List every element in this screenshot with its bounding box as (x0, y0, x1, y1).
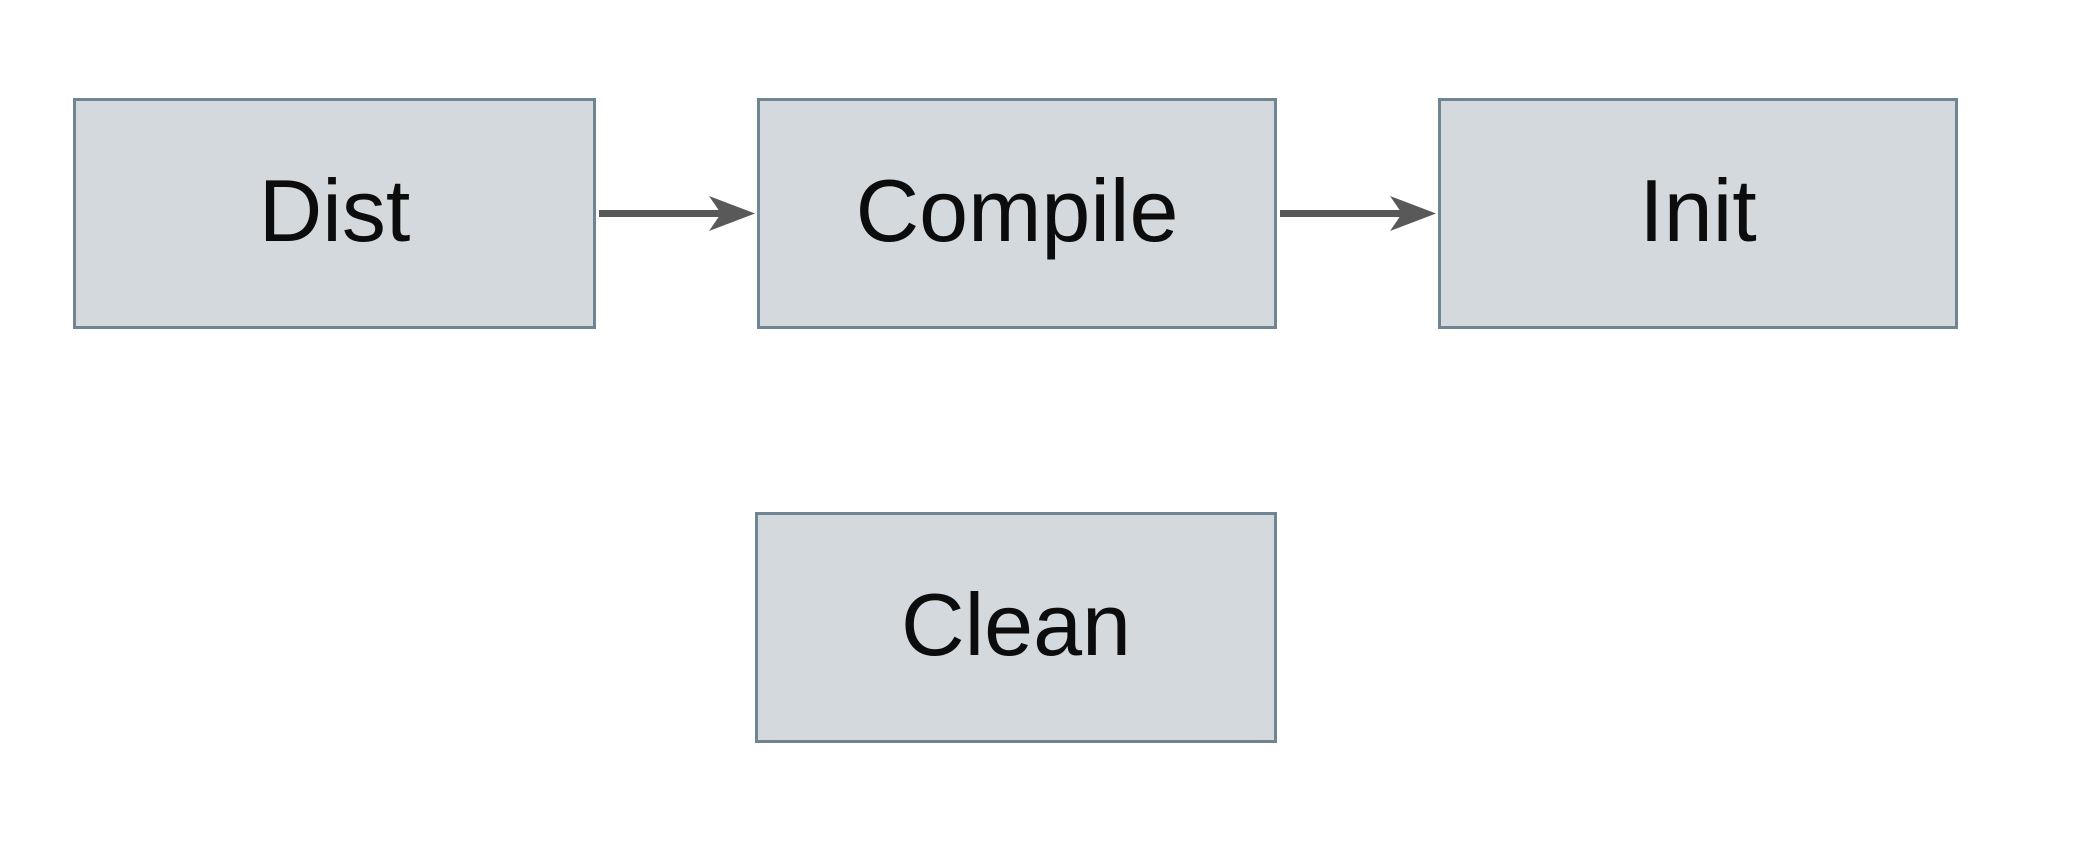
node-init[interactable]: Init (1438, 98, 1958, 329)
node-clean-label: Clean (901, 574, 1131, 674)
node-compile[interactable]: Compile (757, 98, 1277, 329)
node-clean[interactable]: Clean (755, 512, 1277, 743)
node-compile-label: Compile (855, 160, 1179, 260)
connector-compile-to-init[interactable] (1280, 196, 1436, 231)
node-dist-label: Dist (258, 160, 411, 260)
arrowhead-right-icon (1390, 196, 1436, 231)
arrowhead-right-icon (709, 196, 755, 231)
connector-dist-to-compile[interactable] (599, 196, 755, 231)
node-dist[interactable]: Dist (73, 98, 596, 329)
node-init-label: Init (1639, 160, 1757, 260)
